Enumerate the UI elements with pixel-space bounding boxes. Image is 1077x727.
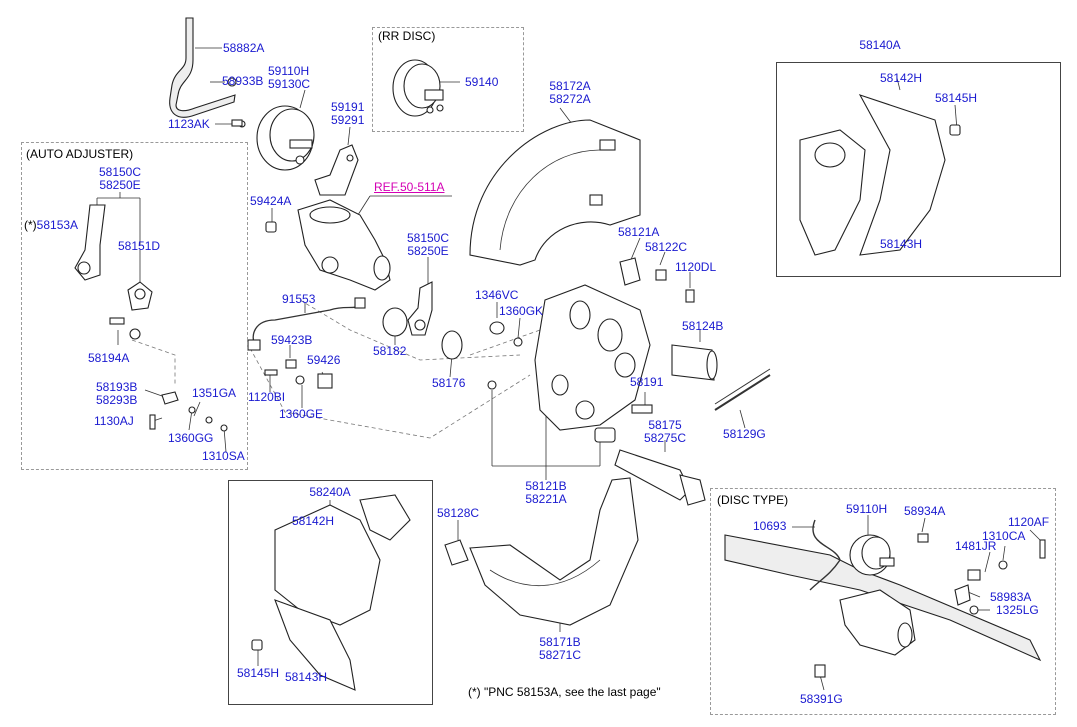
lower-dust-cover [444,477,639,626]
part-label[interactable]: 58172A [549,79,591,93]
spider-hardware [619,257,771,414]
part-label[interactable]: 1325LG [996,603,1039,617]
disc-type-parts [724,519,1046,678]
part-label[interactable]: 58191 [630,375,664,389]
footnote: (*) "PNC 58153A, see the last page" [468,685,661,699]
part-label[interactable]: 59291 [331,113,365,127]
part-label[interactable]: 59130C [268,77,311,91]
part-label[interactable]: 1120DL [675,260,717,274]
part-label[interactable]: 58122C [645,240,688,254]
part-label[interactable]: 1360GG [168,431,214,445]
auto-adjuster-parts [74,204,228,432]
part-label[interactable]: 1120AF [1008,515,1050,529]
part-label[interactable]: 58182 [373,344,407,358]
part-label[interactable]: 58240A [309,485,351,499]
steering-knuckle [265,199,391,291]
part-label[interactable]: 58150C [406,231,450,245]
part-label[interactable]: 1360GE [279,407,324,421]
part-label[interactable]: 1123AK [168,117,210,131]
part-label[interactable]: 58272A [549,92,591,106]
part-label[interactable]: 58176 [432,376,466,390]
part-label[interactable]: 58121A [618,225,660,239]
disc-type-title: (DISC TYPE) [717,493,789,507]
auto-adjuster-box [21,142,248,470]
part-label[interactable]: 58151D [118,239,161,253]
part-label[interactable]: 1346VC [475,288,519,302]
part-label[interactable]: 58934A [904,504,946,518]
part-label[interactable]: 59140 [465,75,499,89]
part-label[interactable]: 1120BI [248,390,286,404]
part-label[interactable]: 58194A [88,351,130,365]
part-label-58153A[interactable]: (*)58153A [24,219,78,232]
mounting-bracket [314,144,359,196]
part-label[interactable]: 58142H [292,514,335,528]
part-label[interactable]: 58271C [538,648,582,662]
part-label[interactable]: 58175 [648,418,682,432]
part-label[interactable]: 1351GA [192,386,237,400]
part-label[interactable]: 58153A [36,218,79,232]
part-label[interactable]: 58171B [539,635,581,649]
part-label[interactable]: 58145H [935,91,978,105]
part-label[interactable]: 58140A [859,38,901,52]
part-label[interactable]: 58250E [99,178,141,192]
part-label[interactable]: 58933B [222,74,264,88]
part-label[interactable]: 58250E [407,244,449,258]
rr-disc-title: (RR DISC) [378,29,436,43]
part-label[interactable]: 1310SA [202,449,245,463]
part-label[interactable]: 58142H [880,71,923,85]
part-label[interactable]: 10693 [753,519,787,533]
part-label[interactable]: 58128C [437,506,480,520]
brake-spider [487,284,651,443]
part-label[interactable]: 1130AJ [94,414,134,428]
part-label[interactable]: 58143H [285,670,328,684]
part-label[interactable]: 91553 [282,292,316,306]
disc-type-box [710,488,1056,715]
brake-shoe-assembly-a [799,94,961,256]
part-label[interactable]: 58293B [96,393,138,407]
part-label[interactable]: 59191 [331,100,365,114]
part-label[interactable]: 58150C [98,165,142,179]
part-label[interactable]: 58221A [525,492,567,506]
rr-disc-chamber [392,59,444,117]
dust-cover [469,119,641,266]
brake-shoe-box-b [228,480,433,705]
part-label[interactable]: 58882A [223,41,265,55]
slack-adjuster [382,281,523,360]
part-label[interactable]: 59424A [250,194,292,208]
part-label[interactable]: 58145H [237,666,280,680]
part-label[interactable]: 59110H [846,502,888,516]
reference-link[interactable]: REF.50-511A [374,180,445,194]
part-label[interactable]: 59423B [271,333,313,347]
part-label[interactable]: 58983A [990,590,1032,604]
camshaft [614,449,706,506]
brake-shoe-box-a [776,62,1061,277]
part-label[interactable]: 58193B [96,380,138,394]
assembly-dash-lines [131,299,541,439]
part-label[interactable]: 1310CA [982,529,1026,543]
part-label[interactable]: 58275C [643,431,687,445]
part-label[interactable]: 59426 [307,353,341,367]
part-label[interactable]: 59110H [268,64,310,78]
part-label[interactable]: 58391G [800,692,843,706]
part-label[interactable]: 58121B [525,479,567,493]
brake-hose [169,17,236,118]
auto-adjuster-title: (AUTO ADJUSTER) [26,147,134,161]
part-label[interactable]: 58129G [723,427,766,441]
part-label[interactable]: 58143H [880,237,923,251]
part-label[interactable]: 1360GK [499,304,544,318]
part-label[interactable]: 1481JR [955,539,997,553]
part-label[interactable]: 58124B [682,319,724,333]
rr-disc-box [372,27,524,132]
abs-sensor-cable [247,297,366,389]
brake-chamber [227,77,315,171]
asterisk-marker: (*) [24,218,37,232]
brake-shoe-assembly-b [251,494,411,691]
